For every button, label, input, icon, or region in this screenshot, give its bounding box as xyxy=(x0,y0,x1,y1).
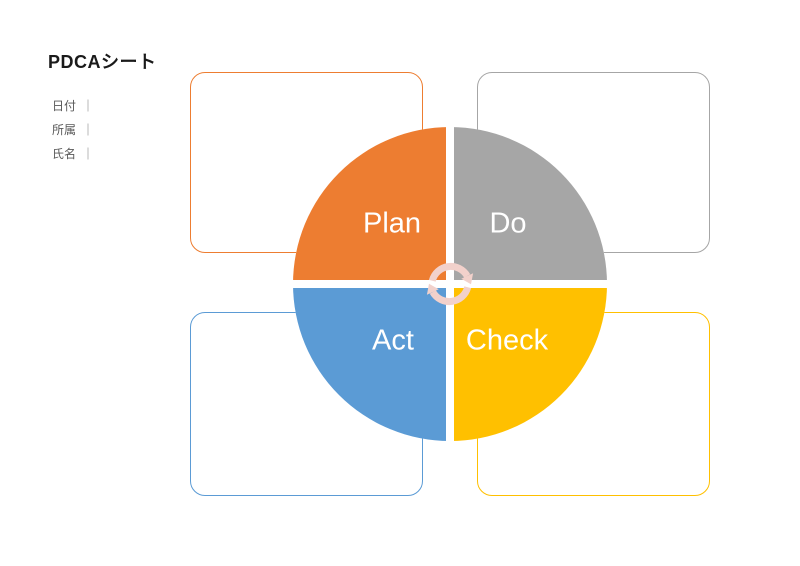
meta-separator: ｜ xyxy=(82,147,95,161)
quadrant-label-do: Do xyxy=(489,207,527,240)
quadrant-plan xyxy=(293,127,446,280)
quadrant-label-check: Check xyxy=(465,324,549,357)
quadrant-do xyxy=(454,127,607,280)
quadrant-act xyxy=(293,288,446,441)
meta-label-date: 日付 xyxy=(52,99,77,113)
cycle-arrows-icon xyxy=(426,262,474,306)
meta-label-department: 所属 xyxy=(52,123,77,137)
meta-fields: 日付 ｜ 所属 ｜ 氏名 ｜ xyxy=(52,94,94,166)
meta-field-department: 所属 ｜ xyxy=(52,118,94,142)
meta-field-date: 日付 ｜ xyxy=(52,94,94,118)
quadrant-label-act: Act xyxy=(372,324,414,357)
meta-separator: ｜ xyxy=(82,123,95,137)
meta-label-name: 氏名 xyxy=(52,147,77,161)
meta-field-name: 氏名 ｜ xyxy=(52,142,94,166)
quadrant-check xyxy=(454,288,607,441)
page-title: PDCAシート xyxy=(48,52,157,72)
quadrant-label-plan: Plan xyxy=(362,207,422,240)
pdca-cycle-diagram: Plan Do Act Check xyxy=(293,127,607,441)
meta-separator: ｜ xyxy=(82,99,95,113)
